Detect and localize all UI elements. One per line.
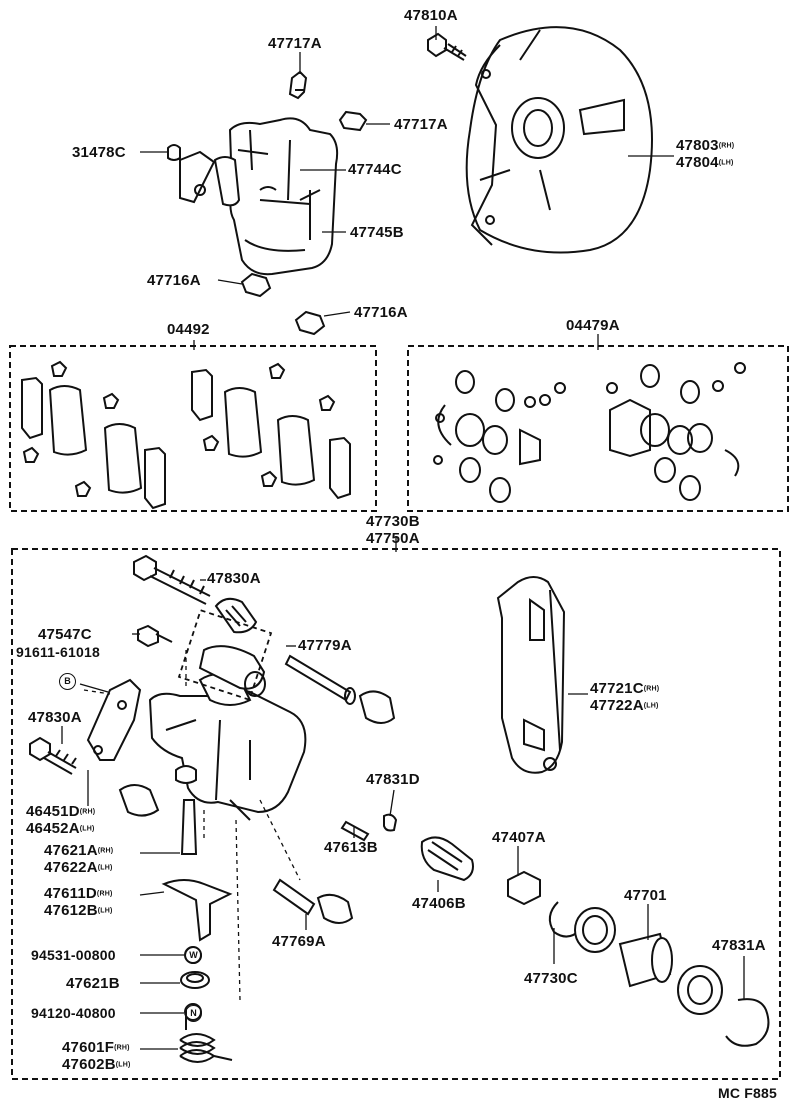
lh-mark: (LH) bbox=[718, 159, 734, 167]
kit-label-04479A: 04479A bbox=[566, 317, 620, 334]
plug-47831D bbox=[383, 813, 398, 832]
kit-label-04492: 04492 bbox=[167, 321, 210, 338]
label-47621A-47622A: 47621A(RH) 47622A(LH) bbox=[44, 843, 113, 875]
label-47721C-47722A: 47721C(RH) 47722A(LH) bbox=[590, 681, 659, 713]
label-47831D: 47831D bbox=[366, 771, 420, 788]
bolt-47830A-left bbox=[29, 736, 77, 775]
label-47803: 47803(RH) bbox=[676, 137, 735, 154]
label-94120-40800: 94120-40800 bbox=[31, 1005, 116, 1021]
caliper-body-main bbox=[148, 673, 307, 821]
label-47612B: 47612B(LH) bbox=[44, 902, 113, 919]
label-47602B: 47602B(LH) bbox=[62, 1056, 131, 1073]
label-47716A-left: 47716A bbox=[147, 272, 201, 289]
marker-n: N bbox=[185, 1005, 202, 1022]
ring-47831A bbox=[725, 998, 770, 1047]
rh-mark: (RH) bbox=[96, 890, 113, 898]
label-31478C: 31478C bbox=[72, 144, 126, 161]
pad-clip-top bbox=[288, 70, 308, 100]
pin-47779A bbox=[284, 654, 396, 724]
label-47701: 47701 bbox=[624, 887, 667, 904]
label-47406B: 47406B bbox=[412, 895, 466, 912]
label-46451D: 46451D(RH) bbox=[26, 803, 96, 820]
label-47830A-top: 47830A bbox=[207, 570, 261, 587]
lh-mark: (LH) bbox=[115, 1061, 131, 1069]
rh-mark: (RH) bbox=[114, 1044, 130, 1052]
boot-47621A bbox=[118, 765, 198, 855]
boot-upper bbox=[214, 597, 258, 634]
label-47831A: 47831A bbox=[712, 937, 766, 954]
pin-47769A bbox=[272, 878, 354, 924]
pin-47613B bbox=[340, 820, 370, 842]
spring-clip-lower bbox=[240, 272, 326, 336]
label-47407A: 47407A bbox=[492, 829, 546, 846]
bracket-46451D bbox=[86, 678, 142, 761]
kit-04492-parts bbox=[21, 360, 351, 510]
assembly-label-2: 47750A bbox=[366, 530, 420, 547]
label-47716A-right: 47716A bbox=[354, 304, 408, 321]
label-47769A: 47769A bbox=[272, 933, 326, 950]
label-94531-00800: 94531-00800 bbox=[31, 947, 116, 963]
label-47621A: 47621A(RH) bbox=[44, 842, 114, 859]
marker-b: B bbox=[59, 673, 76, 690]
label-47745B: 47745B bbox=[350, 224, 404, 241]
label-91611-61018: 91611-61018 bbox=[16, 644, 100, 660]
label-47613B: 47613B bbox=[324, 839, 378, 856]
bolt-47830A-top bbox=[133, 554, 211, 605]
bracket-47721C bbox=[496, 576, 566, 774]
label-47621B: 47621B bbox=[66, 975, 120, 992]
label-47722A: 47722A(LH) bbox=[590, 697, 659, 714]
label-46452A: 46452A(LH) bbox=[26, 820, 95, 837]
piston-47701 bbox=[574, 907, 673, 988]
lh-mark: (LH) bbox=[643, 702, 659, 710]
cap-31478C bbox=[167, 144, 181, 161]
bolt-47810A bbox=[427, 32, 467, 61]
label-47744C: 47744C bbox=[348, 161, 402, 178]
nut-47407A bbox=[507, 870, 541, 906]
label-47804: 47804(LH) bbox=[676, 154, 734, 171]
label-47611D: 47611D(RH) bbox=[44, 885, 113, 902]
leader-lines bbox=[61, 26, 745, 1050]
rh-mark: (RH) bbox=[718, 142, 735, 150]
boot-piston bbox=[677, 965, 723, 1015]
label-47622A: 47622A(LH) bbox=[44, 859, 113, 876]
label-47717A-right: 47717A bbox=[394, 116, 448, 133]
rh-mark: (RH) bbox=[643, 685, 660, 693]
spring-47601F bbox=[179, 1010, 233, 1063]
label-47601F-47602B: 47601F(RH) 47602B(LH) bbox=[62, 1040, 131, 1072]
bushing-upper bbox=[198, 645, 266, 697]
label-46451D-46452A: 46451D(RH) 46452A(LH) bbox=[26, 804, 95, 836]
label-47601F: 47601F(RH) bbox=[62, 1039, 130, 1056]
kit-04492-box bbox=[9, 345, 377, 512]
lh-mark: (LH) bbox=[97, 907, 113, 915]
label-47611D-47612B: 47611D(RH) 47612B(LH) bbox=[44, 886, 113, 918]
assembly-box bbox=[11, 548, 781, 1080]
rh-mark: (RH) bbox=[97, 847, 114, 855]
dashed-assembly-guides bbox=[83, 650, 301, 1001]
footer-code: MC F885 bbox=[718, 1085, 777, 1101]
label-47803-47804: 47803(RH) 47804(LH) bbox=[676, 138, 734, 170]
label-47810A: 47810A bbox=[404, 7, 458, 24]
label-47730C: 47730C bbox=[524, 970, 578, 987]
lh-mark: (LH) bbox=[79, 825, 95, 833]
label-47547C: 47547C bbox=[38, 626, 92, 643]
rh-mark: (RH) bbox=[79, 808, 96, 816]
lever-47611D bbox=[161, 879, 233, 942]
adjuster-47406B bbox=[420, 836, 474, 882]
label-47721C: 47721C(RH) bbox=[590, 680, 660, 697]
lh-mark: (LH) bbox=[97, 864, 113, 872]
label-47779A: 47779A bbox=[298, 637, 352, 654]
marker-w: W bbox=[185, 947, 202, 964]
pad-clip-right bbox=[338, 110, 368, 132]
seal-47621B bbox=[180, 971, 210, 989]
bushing-outline bbox=[177, 609, 273, 701]
bleeder-47547C bbox=[137, 624, 173, 648]
label-47830A-left: 47830A bbox=[28, 709, 82, 726]
assembly-label-1: 47730B bbox=[366, 513, 420, 530]
disc-dust-cover bbox=[465, 26, 653, 254]
kit-04479A-parts bbox=[433, 362, 746, 503]
caliper-body-top bbox=[179, 117, 339, 276]
label-47717A-top: 47717A bbox=[268, 35, 322, 52]
